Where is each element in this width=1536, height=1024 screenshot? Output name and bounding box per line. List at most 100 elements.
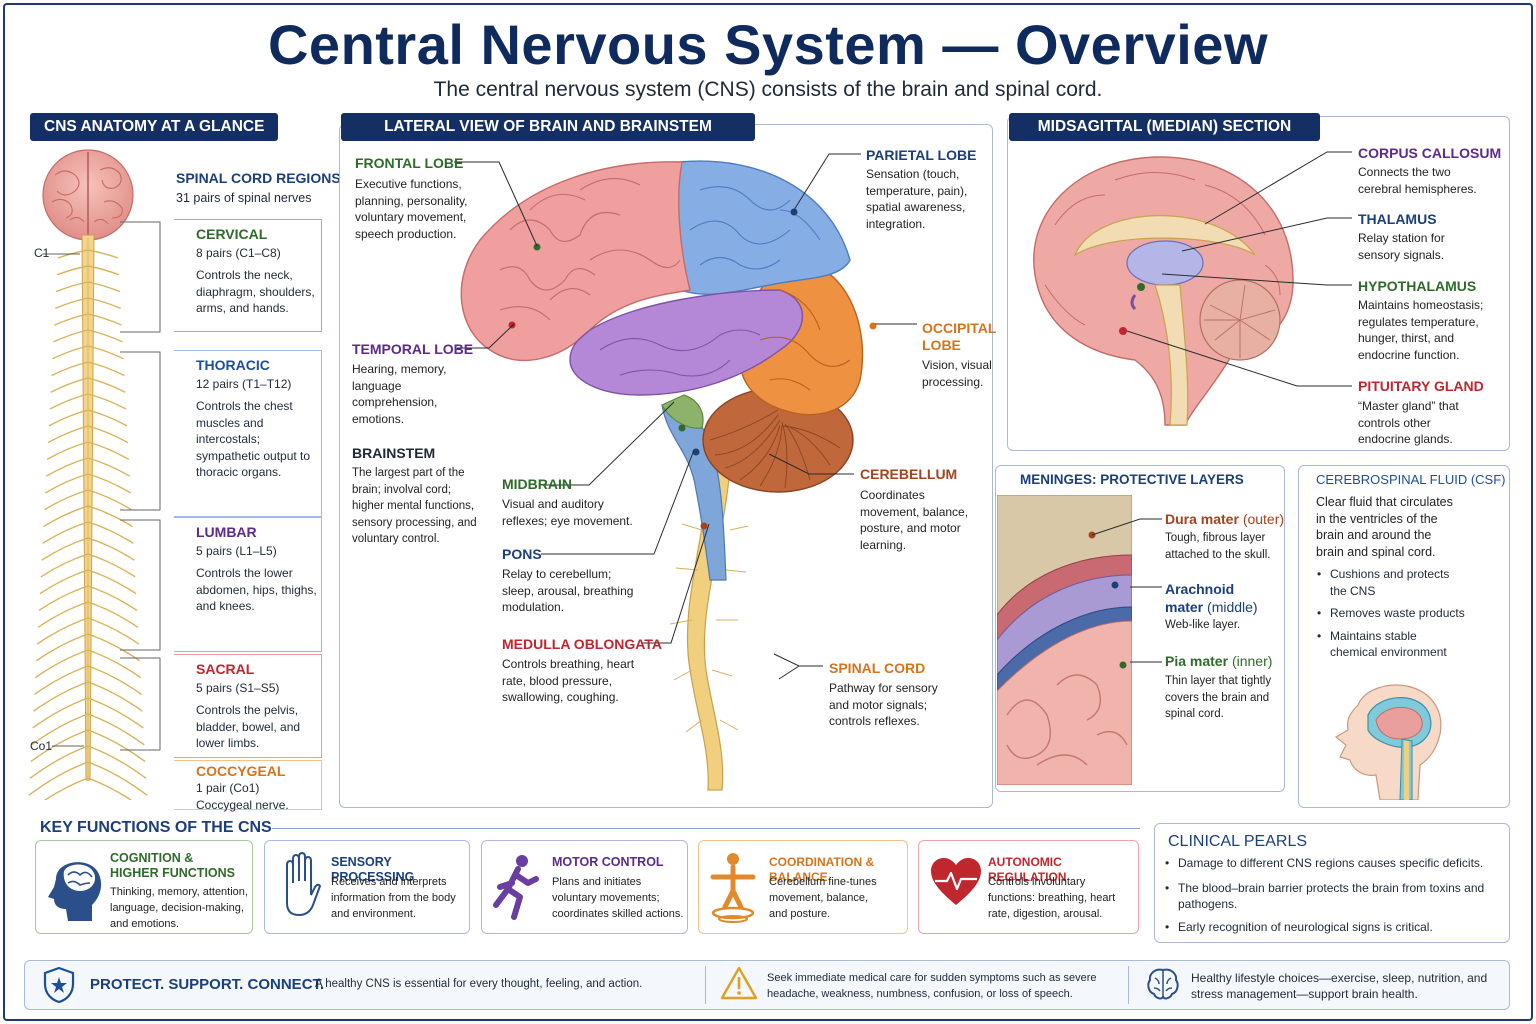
footer-divider [1128,966,1129,1004]
dura-pos: (outer) [1242,511,1285,527]
region-sacral-desc: Controls the pelvis, bladder, bowel, and… [196,703,301,750]
frontal-lobe-desc: Executive functions, planning, personali… [355,177,468,241]
spinal-nerve-branch [42,521,89,544]
function-sensory-title: SENSORY PROCESSING [331,855,415,884]
function-autonomic-title: AUTONOMIC REGULATION [988,855,1067,884]
region-coccygeal-title: COCCYGEAL [196,763,286,779]
spinal-nerve-branch [52,345,89,360]
spinal-nerve-branch [29,745,89,779]
spinal-nerve-branch [87,393,127,410]
page-subtitle: The central nervous system (CNS) consist… [433,78,1103,101]
spinal-nerve-branch [87,265,120,276]
pons-title: PONS [502,546,542,562]
spinal-nerve-branch [33,681,89,712]
csf-bullets: Cushions and protects the CNS Removes wa… [1317,566,1467,667]
footer-bar [24,960,1510,1010]
spinal-nerve-branch [34,649,89,679]
frontal-lobe-title: FRONTAL LOBE [355,155,464,171]
lateral-brain-illustration [460,160,877,791]
spinal-nerve-branch [48,409,89,427]
clinical-item: Early recognition of neurological signs … [1165,919,1500,936]
spinal-nerve-branch [87,361,125,377]
spinal-nerve-branch [87,249,119,259]
meninges-illustration [997,495,1132,785]
region-connectors [120,221,161,751]
region-cervical-pairs: 8 pairs (C1–C8) [196,246,281,260]
hypothalamus-title: HYPOTHALAMUS [1358,278,1477,294]
spinal-nerve-branch [32,697,89,729]
function-card-autonomic: AUTONOMIC REGULATION Controls involuntar… [918,840,1139,934]
dura-name: Dura mater [1165,511,1239,527]
spinal-nerve-branch [39,569,89,595]
function-card-cognition: COGNITION & HIGHER FUNCTIONS Thinking, m… [35,840,253,934]
spinal-nerve-branch [87,313,122,326]
runner-icon [493,855,539,920]
spinal-cord-desc: Pathway for sensory and motor signals; c… [829,681,938,728]
meninges-heading: MENINGES: PROTECTIVE LAYERS [1020,472,1244,487]
pia-desc: Thin layer that tightly covers the brain… [1165,675,1272,720]
brain-icon [1147,968,1179,1000]
spinal-regions-title: SPINAL CORD REGIONS [176,170,341,186]
region-sacral-title: SACRAL [196,661,255,677]
function-sensory-desc: Receives and interprets information from… [331,876,456,920]
midsagittal-leader-lines [1126,151,1352,387]
heart-icon [931,858,981,905]
spinal-nerve-branch [87,521,134,544]
spinal-nerve-branch [38,585,89,612]
spinal-nerve-branch [47,425,89,444]
region-sacral-pairs: 5 pairs (S1–S5) [196,681,280,695]
spinal-nerve-branch [87,745,147,779]
parietal-lobe-title: PARIETAL LOBE [866,147,977,163]
region-thoracic-desc: Controls the chest muscles and intercost… [196,399,311,479]
region-lumbar: LUMBAR 5 pairs (L1–L5) Controls the lowe… [174,517,322,652]
pia-name: Pia mater [1165,653,1229,669]
footer-lifestyle: Healthy lifestyle choices—exercise, slee… [1191,971,1488,1001]
meninges-leader-lines [1091,518,1162,663]
spinal-nerve-branch [49,393,89,410]
region-lumbar-desc: Controls the lower abdomen, hips, thighs… [196,566,317,613]
spinal-nerve-branch [87,697,144,729]
occipital-lobe-desc: Vision, visual processing. [922,358,992,389]
function-card-motor: MOTOR CONTROL Plans and initiates volunt… [481,840,688,934]
function-coordination-title: COORDINATION & BALANCE [769,855,875,884]
spinal-nerve-branch [87,297,121,309]
brainstem-desc: The largest part of the brain; involval … [352,467,477,545]
occipital-lobe-title: OCCIPITAL LOBE [922,320,997,353]
spinal-nerve-branch [51,361,89,377]
spinal-nerve-branch [45,457,89,477]
medulla-desc: Controls breathing, heart rate, blood pr… [502,657,635,704]
spinal-regions-subtitle: 31 pairs of spinal nerves [176,191,312,205]
spinal-nerve-branch [87,473,132,494]
region-cervical: CERVICAL 8 pairs (C1–C8) Controls the ne… [174,219,322,332]
spinal-nerve-branch [87,329,123,343]
arachnoid-desc: Web-like layer. [1165,619,1241,631]
csf-bullet: Cushions and protects the CNS [1317,566,1467,599]
spinal-nerve-branch [53,329,89,343]
spinal-nerve-branch [87,377,126,393]
spinal-nerve-branch [87,425,129,444]
pituitary-desc: “Master gland” that controls other endoc… [1358,399,1459,446]
spinal-nerve-branch [30,729,89,763]
midbrain-desc: Visual and auditory reflexes; eye moveme… [502,497,633,528]
spinal-nerve-branch [54,313,89,326]
region-cervical-title: CERVICAL [196,226,268,242]
spinal-nerve-branch [87,649,142,679]
csf-head-illustration [1334,684,1442,800]
region-coccygeal: COCCYGEAL 1 pair (Co1) Coccygeal nerve. [174,760,322,812]
csf-bullet: Maintains stable chemical environment [1317,628,1467,661]
footer-divider [705,966,706,1004]
marker-co1: Co1 [30,739,53,753]
midsagittal-brain-illustration [1033,156,1294,426]
thalamus-desc: Relay station for sensory signals. [1358,231,1445,262]
spinal-nerve-branch [87,489,132,511]
cerebellum-desc: Coordinates movement, balance, posture, … [860,488,969,552]
hand-icon [286,851,322,917]
cerebellum-title: CEREBELLUM [860,466,958,482]
head-brain-icon [48,862,102,921]
function-card-sensory: SENSORY PROCESSING Receives and interpre… [264,840,470,934]
spinal-nerve-branch [87,569,137,595]
clinical-item: Damage to different CNS regions causes s… [1165,855,1500,872]
csf-heading: CEREBROSPINAL FLUID (CSF) [1316,472,1506,487]
footer-warning: Seek immediate medical care for sudden s… [767,972,1097,1000]
csf-bullet: Removes waste products [1317,605,1467,622]
